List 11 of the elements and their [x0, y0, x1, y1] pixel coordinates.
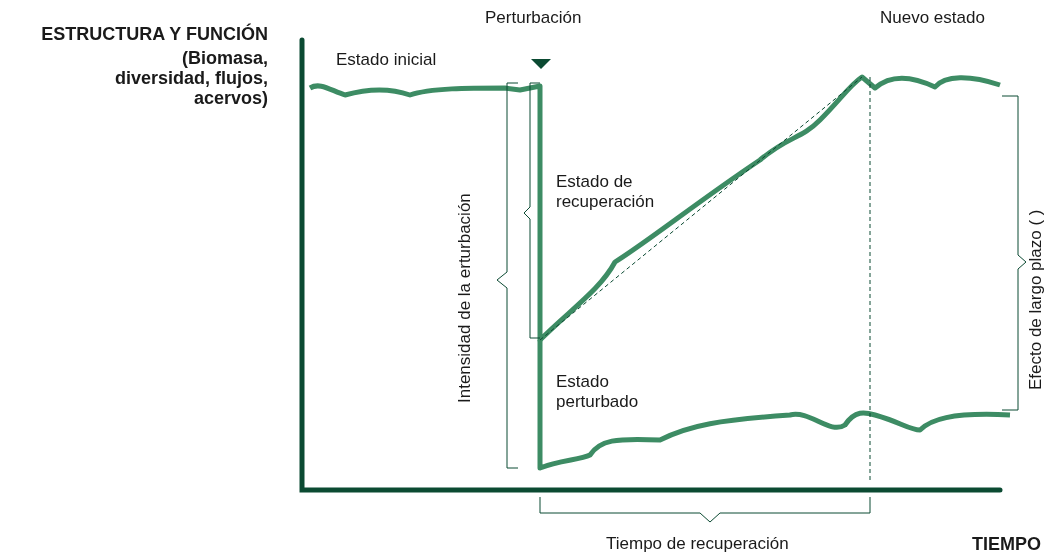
text-label: Estado inicial	[336, 50, 437, 70]
axis-annotation: Tiempo de recuperación	[606, 534, 789, 554]
text-label: Estado perturbado	[556, 372, 640, 412]
axis-annotation: Intensidad de la erturbación	[455, 192, 475, 406]
text-label: Nuevo estado	[880, 8, 985, 28]
text-label: Perturbación	[485, 8, 582, 28]
axis-title: ESTRUCTURA Y FUNCIÓN	[41, 24, 268, 44]
axis-subtitle: (Biomasa, diversidad, flujos, acervos)	[113, 48, 268, 108]
axis-annotation: Efecto de largo plazo ( )	[1026, 208, 1046, 393]
axis-title: TIEMPO	[972, 534, 1041, 554]
text-label: Estado de recuperación	[556, 172, 656, 212]
